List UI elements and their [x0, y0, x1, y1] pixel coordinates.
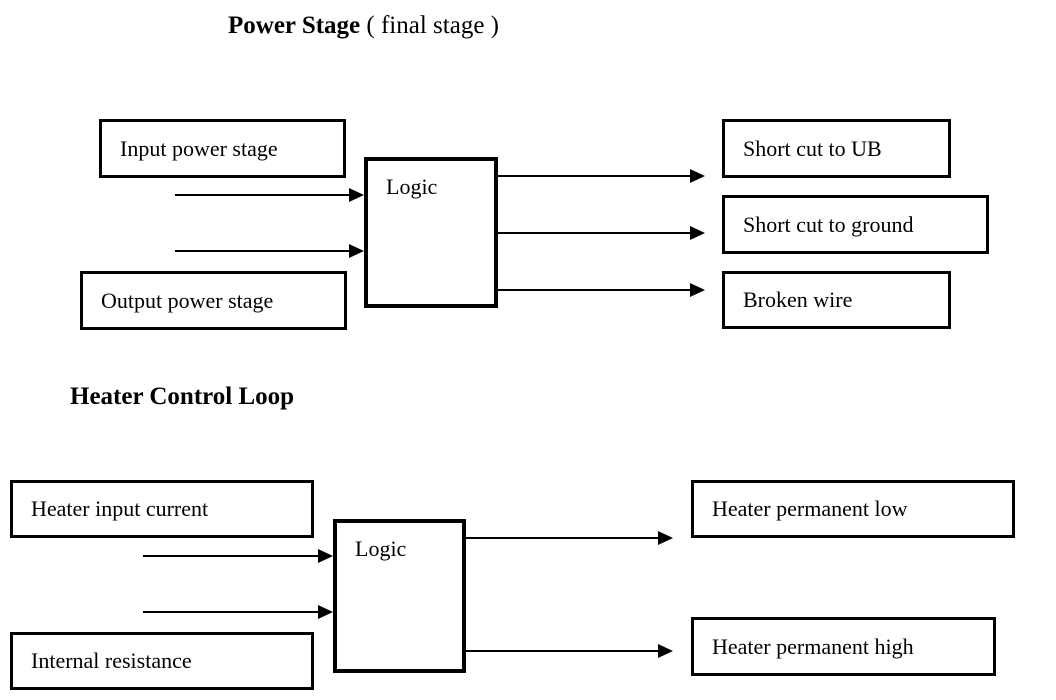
- power-stage-output-box-1: Short cut to ground: [722, 195, 989, 254]
- arrow-shaft: [143, 611, 322, 613]
- power-stage-title-main: Power Stage: [228, 12, 361, 39]
- heater-loop-input-arrow-0: [143, 549, 333, 563]
- heater-loop-output-arrow-0: [466, 531, 673, 545]
- power-stage-output-box-2: Broken wire: [722, 271, 951, 329]
- power-stage-output-arrow-1: [498, 226, 705, 240]
- arrow-shaft: [143, 555, 322, 557]
- heater-loop-title-main: Heater Control Loop: [70, 383, 295, 410]
- arrow-shaft: [175, 250, 353, 252]
- power-stage-logic-box: Logic: [364, 157, 498, 308]
- power-stage-title: Power Stage ( final stage ): [228, 12, 499, 40]
- power-stage-output-label-1: Short cut to ground: [743, 211, 914, 237]
- power-stage-output-label-0: Short cut to UB: [743, 135, 882, 161]
- heater-loop-input-arrow-1: [143, 605, 333, 619]
- arrowhead-icon: [690, 169, 705, 183]
- heater-loop-output-label-1: Heater permanent high: [712, 633, 914, 659]
- power-stage-logic-label: Logic: [386, 174, 438, 199]
- arrow-shaft: [498, 175, 694, 177]
- heater-loop-output-label-0: Heater permanent low: [712, 496, 908, 521]
- power-stage-input-arrow-1: [175, 244, 364, 258]
- power-stage-output-arrow-2: [498, 283, 705, 297]
- power-stage-input-box-0: Input power stage: [99, 119, 346, 178]
- heater-loop-logic-box: Logic: [333, 519, 466, 673]
- power-stage-input-label-1: Output power stage: [101, 287, 274, 313]
- heater-loop-title: Heater Control Loop: [70, 383, 294, 411]
- heater-loop-logic-label: Logic: [355, 536, 407, 561]
- heater-loop-input-box-0: Heater input current: [10, 480, 314, 538]
- arrowhead-icon: [318, 605, 333, 619]
- power-stage-output-box-0: Short cut to UB: [722, 119, 951, 178]
- arrowhead-icon: [349, 244, 364, 258]
- heater-loop-output-box-0: Heater permanent low: [691, 480, 1015, 538]
- arrowhead-icon: [349, 188, 364, 202]
- heater-loop-input-box-1: Internal resistance: [10, 632, 314, 690]
- arrow-shaft: [466, 537, 662, 539]
- arrow-shaft: [175, 194, 353, 196]
- arrowhead-icon: [690, 226, 705, 240]
- arrowhead-icon: [318, 549, 333, 563]
- power-stage-output-label-2: Broken wire: [743, 287, 853, 312]
- arrow-shaft: [498, 232, 694, 234]
- power-stage-output-arrow-0: [498, 169, 705, 183]
- heater-loop-output-box-1: Heater permanent high: [691, 617, 996, 676]
- heater-loop-input-label-0: Heater input current: [31, 496, 209, 521]
- arrowhead-icon: [690, 283, 705, 297]
- arrow-shaft: [498, 289, 694, 291]
- arrow-shaft: [466, 650, 662, 652]
- power-stage-title-suffix: ( final stage ): [360, 12, 499, 39]
- heater-loop-output-arrow-1: [466, 644, 673, 658]
- power-stage-input-arrow-0: [175, 188, 364, 202]
- heater-loop-input-label-1: Internal resistance: [31, 648, 192, 673]
- power-stage-input-box-1: Output power stage: [80, 271, 347, 330]
- power-stage-input-label-0: Input power stage: [120, 135, 278, 161]
- arrowhead-icon: [658, 644, 673, 658]
- arrowhead-icon: [658, 531, 673, 545]
